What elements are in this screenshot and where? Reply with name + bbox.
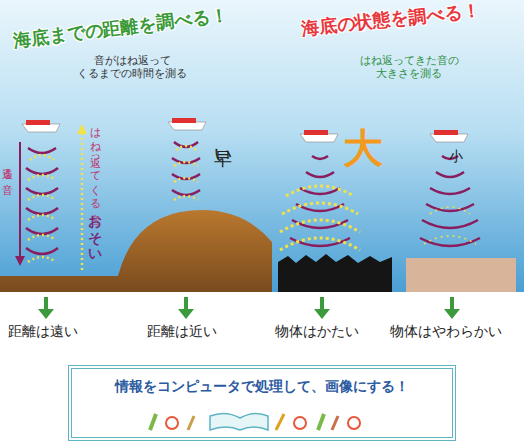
sea-background [0,0,524,292]
result-arrow-head [38,309,460,319]
sent-waves [290,156,350,246]
box-fill [68,365,456,441]
sent-waves [26,148,58,254]
volume-label: 大 [343,124,383,172]
echo-waves [174,146,198,200]
echo-waves [280,186,360,250]
sent-waves [420,156,480,246]
time-label: 早い [212,136,234,159]
result-label: 物体はかたい [275,323,359,340]
soft-seabed [406,258,516,292]
sent-arrow [19,142,21,262]
echo-arrow [81,130,84,270]
echo-sound-label: はね返ってくる音 [89,120,102,206]
echo-waves [424,207,476,244]
subheading: 音がはね返って くるまでの時間を測る [70,54,194,80]
seabed-hill [0,210,272,292]
box-text: 情報をコンピュータで処理して、画像にする！ [72,369,452,396]
result-arrow [46,297,452,312]
sent-waves [172,142,200,195]
sent-arrow-head [15,256,25,266]
ship [22,118,468,142]
subheading: はね返ってきた音の 大きさを測る [348,54,470,80]
echo-waves [28,155,56,262]
time-label: おそい [87,205,104,256]
hard-seabed [278,254,392,292]
result-label: 物体はやわらかい [390,323,502,340]
summary-box: 情報をコンピュータで処理して、画像にする！ [68,365,456,441]
result-label: 距離は近い [147,323,217,340]
decor-icons [150,413,360,430]
volume-label: 小 [449,148,463,165]
result-label: 距離は遠い [8,323,78,340]
sent-sound-label: 送る音 [1,160,14,176]
echo-arrow-head [77,124,87,134]
section-heading: 海底までの距離を調べる！ [12,4,229,52]
section-heading: 海底の状態を調べる！ [300,0,481,39]
